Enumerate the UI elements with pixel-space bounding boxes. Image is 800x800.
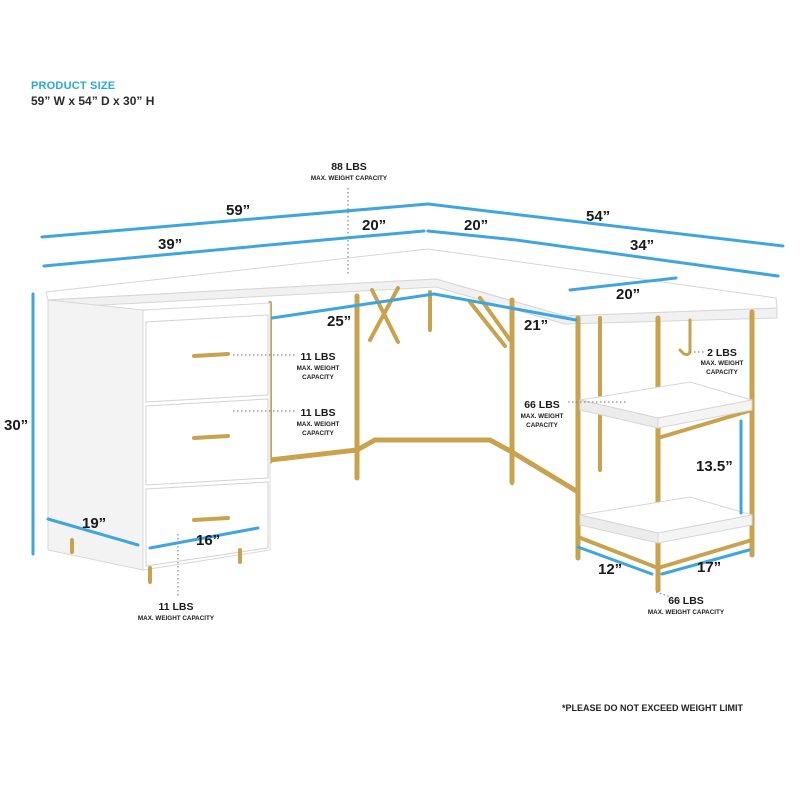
weight-drawer-middle-lbs: 11 LBS (300, 407, 335, 419)
dim-total-width: 59” (226, 202, 250, 219)
weight-hook-cap2: CAPACITY (706, 369, 739, 376)
dim-shelf-width: 12” (598, 561, 622, 578)
weight-hook: 2 LBS MAX. WEIGHT CAPACITY (701, 347, 744, 376)
dim-right-section: 34” (630, 237, 654, 254)
weight-shelf-lower-cap: MAX. WEIGHT CAPACITY (648, 609, 725, 616)
weight-drawer-middle: 11 LBS MAX. WEIGHT CAPACITY (297, 407, 340, 437)
weight-hook-cap1: MAX. WEIGHT (701, 360, 744, 367)
dim-left-section: 39” (158, 236, 182, 253)
weight-shelf-lower-lbs: 66 LBS (668, 595, 704, 607)
weight-drawer-middle-cap2: CAPACITY (302, 430, 335, 437)
desk-frame (267, 286, 755, 593)
weight-desktop-cap: MAX. WEIGHT CAPACITY (311, 175, 388, 182)
dim-inner-left: 25” (327, 313, 351, 330)
weight-drawer-top-cap1: MAX. WEIGHT (297, 365, 340, 372)
dim-shelf-gap: 13.5” (696, 458, 733, 475)
dim-cabinet-depth: 19” (82, 515, 106, 532)
weight-shelf-lower: 66 LBS MAX. WEIGHT CAPACITY (648, 595, 725, 616)
weight-drawer-top-lbs: 11 LBS (300, 351, 335, 363)
weight-drawer-top: 11 LBS MAX. WEIGHT CAPACITY (297, 351, 340, 381)
weight-shelf-upper-cap2: CAPACITY (526, 422, 559, 429)
weight-limit-note: *PLEASE DO NOT EXCEED WEIGHT LIMIT (562, 703, 744, 713)
dim-cabinet-width: 16” (196, 532, 220, 549)
weight-drawer-bottom-lbs: 11 LBS (158, 601, 193, 613)
dim-total-depth: 54” (586, 208, 610, 225)
dim-inner-right: 21” (524, 317, 548, 334)
weight-drawer-bottom: 11 LBS MAX. WEIGHT CAPACITY (138, 601, 215, 622)
desk-top (45, 248, 778, 325)
weight-shelf-upper-lbs: 66 LBS (524, 399, 560, 411)
weight-drawer-top-cap2: CAPACITY (302, 374, 335, 381)
leader-lines (177, 188, 706, 601)
weight-desktop: 88 LBS MAX. WEIGHT CAPACITY (311, 161, 388, 182)
weight-drawer-bottom-cap: MAX. WEIGHT CAPACITY (138, 615, 215, 622)
product-size-value: 59” W x 54” D x 30” H (31, 94, 155, 108)
drawer-cabinet (47, 299, 271, 584)
weight-shelf-upper-cap1: MAX. WEIGHT (521, 413, 564, 420)
weight-shelf-upper: 66 LBS MAX. WEIGHT CAPACITY (521, 399, 564, 429)
dim-return-depth: 20” (616, 286, 640, 303)
weight-hook-lbs: 2 LBS (707, 347, 737, 359)
product-size-heading: PRODUCT SIZE (31, 80, 116, 92)
weight-drawer-middle-cap1: MAX. WEIGHT (297, 421, 340, 428)
dim-shelf-depth: 17” (697, 559, 721, 576)
dimension-lines (31, 202, 785, 576)
weight-desktop-lbs: 88 LBS (331, 161, 367, 173)
dim-top-center-right: 20” (464, 217, 488, 234)
dim-top-center-left: 20” (362, 217, 386, 234)
dim-height: 30” (4, 417, 28, 434)
